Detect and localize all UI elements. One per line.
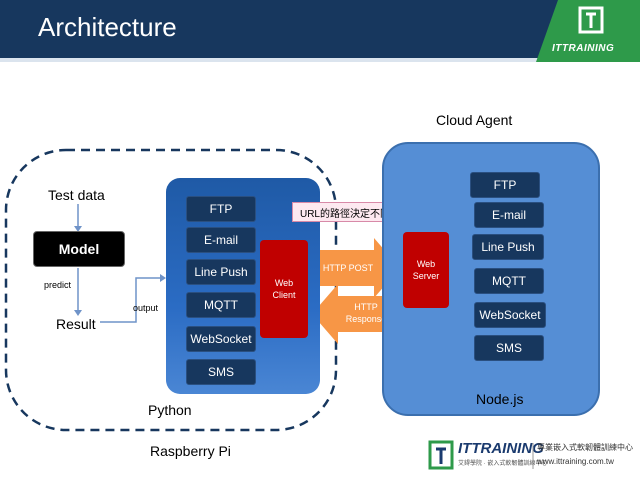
web-client-line1: Web <box>274 278 294 288</box>
cloud-agent-label: Cloud Agent <box>436 112 513 128</box>
python-label: Python <box>148 402 192 418</box>
footer-url: www.ittraining.com.tw <box>537 457 614 466</box>
ittraining-logo-badge <box>536 0 640 62</box>
http-post-arrow <box>312 238 400 298</box>
logo-mark-icon <box>578 6 604 34</box>
logo-badge-text: ITTRAINING <box>552 43 615 54</box>
result-label: Result <box>56 316 96 332</box>
python-service-ftp: FTP <box>186 196 256 222</box>
nodejs-label: Node.js <box>476 391 524 407</box>
http-response-arrow <box>312 284 400 344</box>
header-divider <box>0 58 640 62</box>
footer-brand-name: ITTRAINING <box>458 440 544 457</box>
http-post-label: HTTP POST <box>322 263 374 273</box>
web-client-line2: Client <box>272 290 296 300</box>
cloud-service-ftp: FTP <box>470 172 540 198</box>
cloud-service-sms: SMS <box>474 335 544 361</box>
http-response-label: HTTP Response <box>336 301 396 325</box>
web-server-line2: Server <box>412 271 440 281</box>
footer-logo-icon <box>428 440 454 470</box>
footer-brand-sub: 艾鍀學院 · 嵌入式軟韌體訓練中心 <box>458 461 548 467</box>
raspberry-pi-label: Raspberry Pi <box>150 443 231 459</box>
header-bar <box>0 0 640 58</box>
python-service-email: E-mail <box>186 227 256 253</box>
page-title: Architecture <box>38 12 177 42</box>
test-data-label: Test data <box>48 187 105 203</box>
predict-label: predict <box>44 280 72 290</box>
http-response-line1: HTTP <box>354 302 378 312</box>
web-server-line1: Web <box>416 259 436 269</box>
python-service-sms: SMS <box>186 359 256 385</box>
python-service-mqtt: MQTT <box>186 292 256 318</box>
python-service-websocket: WebSocket <box>186 326 256 352</box>
model-box: Model <box>33 231 125 267</box>
raspberry-pi-boundary <box>4 148 338 432</box>
cloud-service-websocket: WebSocket <box>474 302 546 328</box>
footer-chinese-slogan: 專業嵌入式軟韌體訓練中心 <box>537 443 633 452</box>
http-response-line2: Response <box>345 314 387 324</box>
footer-divider <box>532 443 534 469</box>
cloud-service-email: E-mail <box>474 202 544 228</box>
python-service-line-push: Line Push <box>186 259 256 285</box>
cloud-service-line-push: Line Push <box>472 234 544 260</box>
cloud-service-mqtt: MQTT <box>474 268 544 294</box>
output-label: output <box>133 303 159 313</box>
web-client-box: Web Client <box>260 240 308 338</box>
web-server-box: Web Server <box>403 232 449 308</box>
